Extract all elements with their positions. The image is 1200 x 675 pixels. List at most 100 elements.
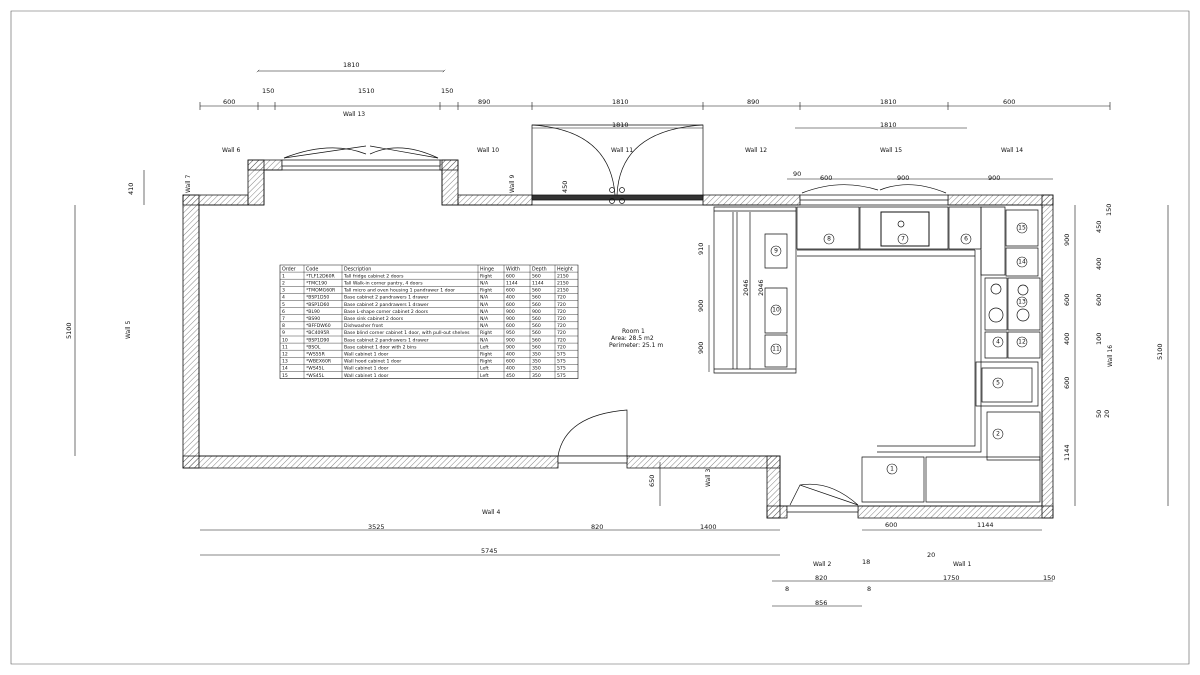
room-name: Room 1 xyxy=(622,328,645,335)
schedule-cell: 400 xyxy=(506,366,515,372)
cab-num-8: 8 xyxy=(827,236,831,243)
schedule-cell: 4 xyxy=(282,295,285,301)
cabinet-2 xyxy=(987,412,1040,460)
pantry-block xyxy=(926,457,1040,502)
schedule-cell: N/A xyxy=(480,309,489,315)
wall-bottom-mid xyxy=(627,456,780,468)
cooktop xyxy=(985,278,1007,330)
schedule-cell: Right xyxy=(480,273,492,279)
schedule-cell: Wall cabinet 1 door xyxy=(344,366,389,372)
schedule-cell: Base cabinet 2 pandrawers 1 drawer xyxy=(344,295,429,301)
dim-right-50: 50 xyxy=(1095,410,1103,418)
wall-bay-right xyxy=(442,160,458,205)
schedule-cell: *BSP1D90 xyxy=(306,337,329,343)
schedule-cell: Base L-shape corner cabinet 2 doors xyxy=(344,309,429,315)
cabinet-6 xyxy=(949,207,981,249)
wall-left xyxy=(183,195,199,468)
schedule-cell: 15 xyxy=(282,373,288,379)
schedule-cell: 1 xyxy=(282,273,285,279)
schedule-cell: 600 xyxy=(506,288,515,294)
label-wall-6: Wall 6 xyxy=(222,147,240,154)
schedule-cell: *BSOL xyxy=(306,344,321,350)
schedule-cell: 560 xyxy=(532,295,541,301)
schedule-cell: 560 xyxy=(532,316,541,322)
label-wall-16: Wall 16 xyxy=(1107,345,1114,367)
schedule-cell: 720 xyxy=(557,330,566,336)
schedule-cell: 560 xyxy=(532,288,541,294)
dim-right-100: 100 xyxy=(1095,333,1103,345)
counter-run-bottom xyxy=(877,250,975,446)
schedule-cell: 900 xyxy=(506,337,515,343)
schedule-cell: N/A xyxy=(480,337,489,343)
schedule-cell: 720 xyxy=(557,323,566,329)
dimension-lines xyxy=(75,71,1168,606)
dim-mid-900b: 900 xyxy=(697,342,705,354)
schedule-cell: 720 xyxy=(557,309,566,315)
wall-right xyxy=(1042,195,1053,518)
label-wall-1: Wall 1 xyxy=(953,561,971,568)
dim-right-400: 400 xyxy=(1095,258,1103,270)
schedule-cell: 400 xyxy=(506,295,515,301)
bottom-door-swing xyxy=(558,410,627,456)
schedule-cell: 600 xyxy=(506,273,515,279)
schedule-cell: 2150 xyxy=(557,273,569,279)
cab-num-1: 1 xyxy=(890,466,894,473)
dim-right-600c: 600 xyxy=(1063,377,1071,389)
schedule-cell: 950 xyxy=(506,330,515,336)
schedule-cell: *BL90 xyxy=(306,309,320,315)
schedule-cell: 350 xyxy=(532,366,541,372)
schedule-header-cell: Depth xyxy=(532,266,547,272)
cab-num-2: 2 xyxy=(996,431,1000,438)
wall-cabinet-14 xyxy=(1006,248,1038,276)
schedule-header-cell: Description xyxy=(344,266,371,272)
schedule-cell: 720 xyxy=(557,344,566,350)
schedule-cell: *TMC190 xyxy=(306,281,327,287)
cab-num-7: 7 xyxy=(901,236,905,243)
dim-b-820: 820 xyxy=(591,523,603,531)
schedule-cell: Base cabinet 2 pandrawers 1 drawer xyxy=(344,302,429,308)
dim-r-90: 90 xyxy=(793,170,801,178)
cab-num-15: 15 xyxy=(1018,225,1026,232)
schedule-cell: 8 xyxy=(282,323,285,329)
dim-bb-820: 820 xyxy=(815,574,827,582)
schedule-header-cell: Width xyxy=(506,266,520,272)
schedule-cell: 2150 xyxy=(557,288,569,294)
dim-1810c: 1810 xyxy=(880,98,897,106)
dim-1510: 1510 xyxy=(358,87,375,95)
label-wall-10: Wall 10 xyxy=(477,147,499,154)
schedule-cell: 600 xyxy=(506,302,515,308)
schedule-cell: 560 xyxy=(532,323,541,329)
schedule-cell: 10 xyxy=(282,337,288,343)
dim-s-18: 18 xyxy=(862,558,870,566)
schedule-cell: 12 xyxy=(282,352,288,358)
dim-bb-856: 856 xyxy=(815,599,827,607)
cabinet-3 xyxy=(976,362,1038,406)
dim-right-450: 450 xyxy=(1095,221,1103,233)
dim-in-2046a: 2046 xyxy=(742,279,750,296)
schedule-cell: *BFFDW60 xyxy=(306,323,331,329)
dim-r-900b: 900 xyxy=(988,174,1000,182)
side-door-opening xyxy=(787,506,858,512)
label-wall-2: Wall 2 xyxy=(813,561,831,568)
schedule-cell: Base blind corner cabinet 1 door, with p… xyxy=(344,330,470,336)
schedule-cell: 450 xyxy=(506,373,515,379)
schedule-cell: Dishwasher front xyxy=(344,323,383,329)
dim-right-5100: 5100 xyxy=(1156,343,1164,360)
cabinet-1 xyxy=(862,457,924,502)
cab-num-11: 11 xyxy=(772,346,780,353)
openings xyxy=(282,125,948,512)
schedule-cell: 6 xyxy=(282,309,285,315)
label-wall-13: Wall 15 xyxy=(880,147,902,154)
cabinet-7-sink xyxy=(860,207,948,249)
schedule-cell: Tall fridge cabinet 2 doors xyxy=(343,273,404,279)
label-wall-4: Wall 4 xyxy=(482,509,500,516)
schedule-header-cell: Height xyxy=(557,266,573,272)
schedule-cell: 600 xyxy=(506,323,515,329)
schedule-cell: *TMOMG60R xyxy=(306,288,336,294)
schedule-cell: Tall Walk-in corner pantry, 4 doors xyxy=(343,281,423,287)
schedule-cell: 7 xyxy=(282,316,285,322)
cabinet-number-markers xyxy=(771,223,1027,474)
double-door-swing-right xyxy=(617,125,703,195)
cab-num-13: 13 xyxy=(1018,299,1026,306)
